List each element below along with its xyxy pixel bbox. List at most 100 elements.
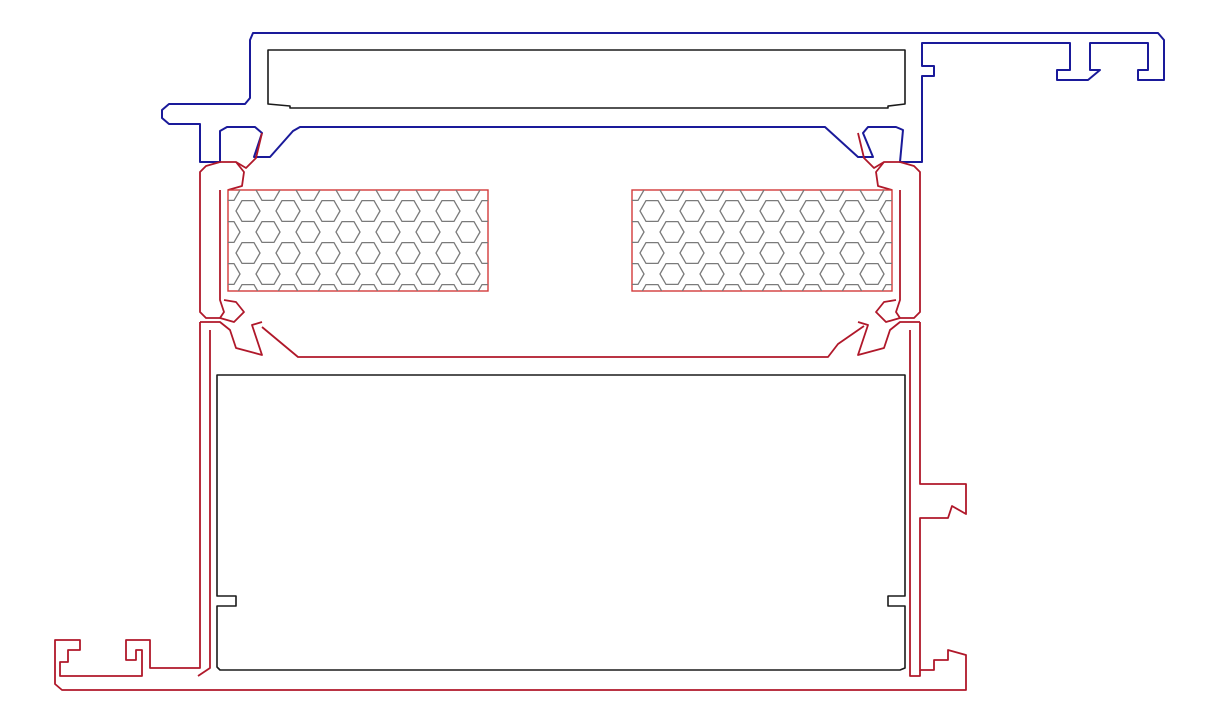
honeycomb-cell — [475, 241, 488, 265]
honeycomb-cell — [375, 262, 401, 286]
honeycomb-cell — [275, 241, 301, 265]
honeycomb-cell — [632, 262, 645, 286]
bottom-profile-right-clip — [857, 321, 920, 356]
honeycomb-cell — [679, 241, 705, 265]
honeycomb-cell — [632, 220, 645, 244]
honeycomb-cell — [375, 220, 401, 244]
honeycomb-cell — [228, 262, 241, 286]
honeycomb-cell — [355, 199, 381, 223]
honeycomb-cell — [275, 199, 301, 223]
bottom-profile-top-web — [261, 325, 865, 358]
top-profile-chamber — [267, 49, 906, 109]
honeycomb-cell — [759, 241, 785, 265]
honeycomb-cell — [255, 190, 281, 202]
honeycomb-cell — [801, 283, 823, 291]
honeycomb-cell — [435, 199, 461, 223]
honeycomb-cell — [295, 262, 321, 286]
left-insulation-bar — [227, 189, 489, 292]
thermal-break-left-lower-clip — [219, 299, 245, 323]
bottom-profile-inner-right-wall — [909, 330, 921, 677]
honeycomb-cell — [759, 199, 785, 223]
right-insulation-bar — [631, 189, 893, 292]
top-profile — [161, 32, 1165, 163]
honeycomb-cell — [819, 262, 845, 286]
honeycomb-cell — [335, 262, 361, 286]
honeycomb-cell — [739, 262, 765, 286]
honeycomb-cell — [315, 199, 341, 223]
bottom-profile-outline — [54, 322, 967, 691]
honeycomb-cell — [395, 241, 421, 265]
honeycomb-cell — [659, 190, 685, 202]
honeycomb-cell — [639, 241, 665, 265]
honeycomb-cell — [739, 220, 765, 244]
honeycomb-cell — [859, 190, 885, 202]
honeycomb-cell — [639, 199, 665, 223]
honeycomb-cell — [357, 283, 379, 291]
honeycomb-cell — [415, 190, 441, 202]
honeycomb-cell — [699, 262, 725, 286]
honeycomb-cell — [397, 283, 419, 291]
honeycomb-cell — [779, 262, 805, 286]
thermal-break-left-link — [235, 132, 263, 169]
bottom-profile-chamber — [216, 374, 906, 671]
honeycomb-cell — [799, 241, 825, 265]
honeycomb-cell — [437, 283, 459, 291]
honeycomb-cell — [295, 190, 321, 202]
thermal-break-right-upper-clip — [875, 161, 900, 191]
right-honeycomb-pattern — [632, 190, 892, 291]
honeycomb-cell — [641, 283, 663, 291]
honeycomb-cell — [879, 241, 892, 265]
honeycomb-cell — [859, 220, 885, 244]
honeycomb-cell — [455, 190, 481, 202]
honeycomb-cell — [879, 199, 892, 223]
honeycomb-cell — [237, 283, 259, 291]
honeycomb-cell — [779, 190, 805, 202]
honeycomb-cell — [819, 220, 845, 244]
honeycomb-cell — [839, 199, 865, 223]
thermal-break-right-link — [857, 132, 885, 169]
thermal-break-right-lower-clip — [875, 299, 901, 323]
thermal-break-left-wall — [199, 161, 225, 319]
honeycomb-cell — [659, 220, 685, 244]
honeycomb-cell — [475, 199, 488, 223]
bottom-profile-left-clip — [200, 321, 263, 356]
honeycomb-cell — [819, 190, 845, 202]
bottom-profile-inner-left-wall — [197, 330, 211, 677]
thermal-break-right-wall — [895, 161, 921, 319]
honeycomb-cell — [719, 241, 745, 265]
honeycomb-cell — [415, 262, 441, 286]
honeycomb-cell — [799, 199, 825, 223]
honeycomb-cell — [395, 199, 421, 223]
honeycomb-cell — [255, 220, 281, 244]
honeycomb-cell — [739, 190, 765, 202]
honeycomb-cell — [455, 220, 481, 244]
honeycomb-cell — [859, 262, 885, 286]
honeycomb-cell — [317, 283, 339, 291]
left-insulation-bar-outline — [227, 189, 489, 292]
honeycomb-cell — [699, 220, 725, 244]
thermal-break-left-upper-clip — [220, 161, 245, 191]
honeycomb-cell — [659, 262, 685, 286]
thermal-break-zone — [199, 132, 921, 323]
honeycomb-cell — [679, 199, 705, 223]
honeycomb-cell — [455, 262, 481, 286]
top-profile-outline — [161, 32, 1165, 163]
honeycomb-cell — [841, 283, 863, 291]
honeycomb-cell — [335, 190, 361, 202]
honeycomb-cell — [235, 241, 261, 265]
honeycomb-cell — [699, 190, 725, 202]
honeycomb-cell — [681, 283, 703, 291]
honeycomb-cell — [228, 190, 241, 202]
right-insulation-bar-outline — [631, 189, 893, 292]
honeycomb-cell — [235, 199, 261, 223]
honeycomb-cell — [228, 220, 241, 244]
honeycomb-cell — [315, 241, 341, 265]
honeycomb-cell — [839, 241, 865, 265]
honeycomb-cell — [295, 220, 321, 244]
left-honeycomb-pattern — [228, 190, 488, 291]
honeycomb-cell — [355, 241, 381, 265]
honeycomb-cell — [779, 220, 805, 244]
honeycomb-cell — [719, 199, 745, 223]
honeycomb-cell — [277, 283, 299, 291]
honeycomb-cell — [632, 190, 645, 202]
